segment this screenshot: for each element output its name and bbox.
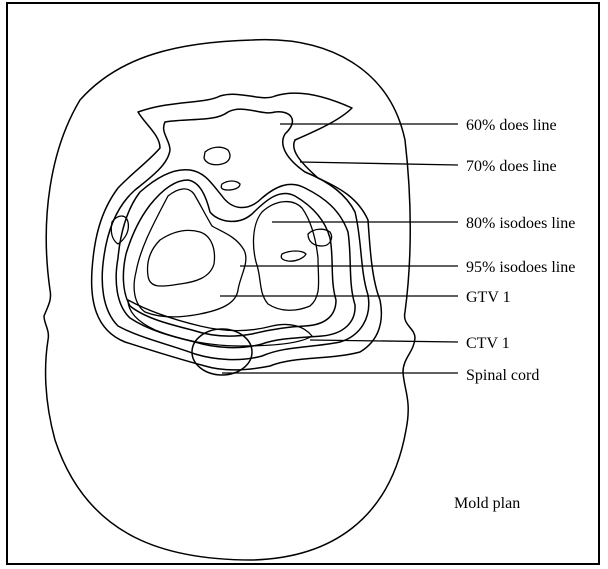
small-contour-3 — [281, 251, 306, 261]
label-70-does-line: 70% does line — [466, 158, 557, 175]
label-gtv-1: GTV 1 — [466, 289, 511, 306]
label-60-does-line: 60% does line — [466, 117, 557, 134]
caption-mold-plan: Mold plan — [454, 495, 520, 512]
label-80-isodoes-line: 80% isodoes line — [466, 215, 575, 232]
label-95-isodoes-line: 95% isodoes line — [466, 259, 575, 276]
gtv-right-lobe — [254, 202, 319, 311]
label-ctv-1: CTV 1 — [466, 335, 510, 352]
small-contour-1 — [204, 147, 230, 165]
leader-70 — [300, 162, 458, 165]
isodose-80-line — [116, 170, 355, 348]
small-contour-2 — [221, 181, 240, 190]
gtv-inner-contour — [148, 230, 215, 286]
label-spinal-cord: Spinal cord — [466, 367, 539, 384]
body-outline — [44, 40, 415, 560]
leader-ctv — [310, 340, 458, 342]
